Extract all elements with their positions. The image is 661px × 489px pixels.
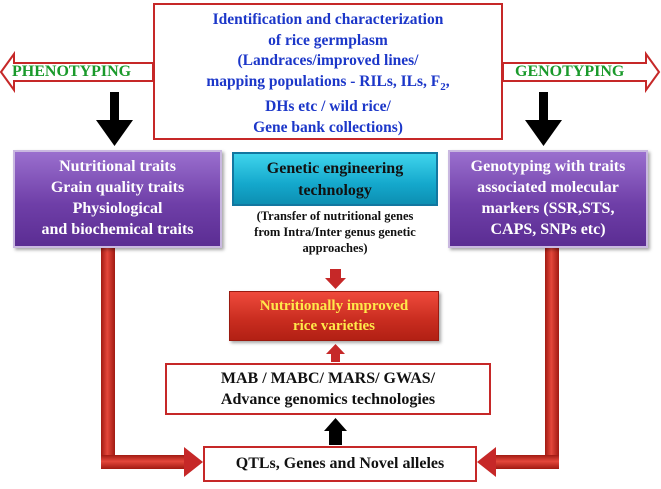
genotyping-arrow xyxy=(502,50,661,94)
mab-to-improved-arrow xyxy=(326,344,345,362)
right-down-arrow xyxy=(525,92,562,146)
phenotyping-arrow xyxy=(0,50,154,94)
germplasm-box: Identification and characterization of r… xyxy=(153,3,503,140)
nutritional-traits-box: Nutritional traits Grain quality traits … xyxy=(13,150,222,248)
germplasm-line: Gene bank collections) xyxy=(253,118,403,136)
germplasm-comma: , xyxy=(445,72,450,90)
genetic-engineering-box: Genetic engineering technology xyxy=(232,152,438,206)
transfer-note: (Transfer of nutritional genes from Intr… xyxy=(232,208,438,256)
right-red-arrow xyxy=(477,248,559,477)
engineering-line: technology xyxy=(298,182,372,199)
phenotyping-label: PHENOTYPING xyxy=(12,63,132,80)
germplasm-line: DHs etc / wild rice/ xyxy=(265,98,391,116)
mab-line: MAB / MABC/ MARS/ GWAS/ xyxy=(220,370,436,387)
traits-line: Physiological xyxy=(72,200,163,217)
left-red-arrow xyxy=(101,248,203,477)
germplasm-line: (Landraces/improved lines/ xyxy=(237,52,419,69)
left-down-arrow xyxy=(96,92,133,146)
qtl-to-mab-arrow xyxy=(324,418,347,445)
germplasm-line: of rice germplasm xyxy=(268,31,388,49)
qtl-label: QTLs, Genes and Novel alleles xyxy=(235,455,445,472)
markers-line: associated molecular xyxy=(477,179,619,196)
transfer-note-line: approaches) xyxy=(302,241,368,255)
qtl-genes-box: QTLs, Genes and Novel alleles xyxy=(203,446,477,482)
traits-line: Nutritional traits xyxy=(59,158,176,175)
markers-line: markers (SSR,STS, xyxy=(481,200,615,217)
transfer-note-line: from Intra/Inter genus genetic xyxy=(254,225,416,239)
improved-line: Nutritionally improved xyxy=(259,298,409,314)
mab-technologies-box: MAB / MABC/ MARS/ GWAS/ Advance genomics… xyxy=(165,363,491,415)
germplasm-line: Identification and characterization xyxy=(212,11,444,28)
genotyping-markers-box: Genotyping with traits associated molecu… xyxy=(448,150,648,248)
transfer-note-line: (Transfer of nutritional genes xyxy=(256,209,414,223)
germplasm-line-text: mapping populations - RILs, ILs, F xyxy=(206,72,441,90)
improved-line: rice varieties xyxy=(292,318,376,334)
markers-line: CAPS, SNPs etc) xyxy=(490,221,606,238)
transfer-to-improved-arrow xyxy=(325,269,346,289)
engineering-line: Genetic engineering xyxy=(266,160,404,177)
genotyping-label: GENOTYPING xyxy=(515,63,625,80)
markers-line: Genotyping with traits xyxy=(470,158,626,175)
traits-line: Grain quality traits xyxy=(50,179,185,196)
traits-line: and biochemical traits xyxy=(41,221,194,238)
improved-varieties-box: Nutritionally improved rice varieties xyxy=(229,291,439,341)
mab-line: Advance genomics technologies xyxy=(220,391,436,408)
germplasm-line: mapping populations - RILs, ILs, F2, xyxy=(155,72,501,98)
germplasm-subscript: 2 xyxy=(440,80,446,93)
